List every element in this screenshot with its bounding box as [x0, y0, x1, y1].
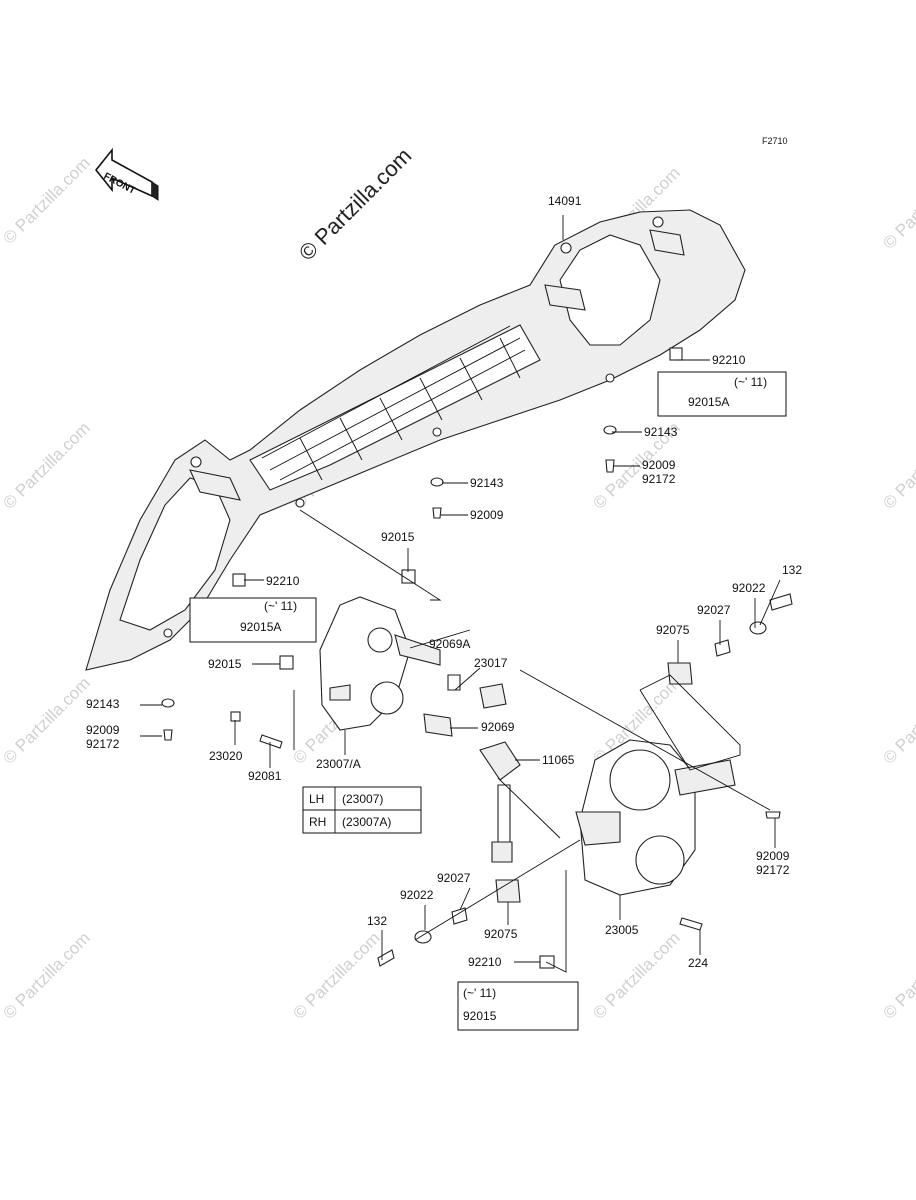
note-label: (~' 11)	[463, 986, 496, 1000]
leader-lines	[140, 215, 781, 973]
part-label: 92015A	[240, 620, 281, 634]
part-label: 92015	[463, 1009, 497, 1023]
front-cover-14091	[85, 209, 746, 671]
part-label: 23007/A	[316, 757, 361, 771]
watermark: © Partzilla.com	[0, 418, 94, 512]
watermark: © Partzilla.com	[0, 153, 94, 247]
part-label: 92075	[484, 927, 518, 941]
part-label: 92172	[86, 737, 120, 751]
part-label: 92143	[470, 476, 504, 490]
part-label: 132	[367, 914, 387, 928]
part-label: 92172	[756, 863, 790, 877]
part-label: 92027	[697, 603, 731, 617]
part-label: 11065	[542, 753, 575, 767]
watermark: © Partzilla.com	[879, 673, 916, 767]
part-label: 92015A	[688, 395, 729, 409]
watermark: © Partzilla.com	[289, 928, 383, 1022]
headlight-housing-23007	[319, 596, 441, 731]
part-label: 92075	[656, 623, 690, 637]
note-box-bottom	[457, 981, 579, 1031]
part-label: 92022	[400, 888, 434, 902]
part-label: 92210	[266, 574, 300, 588]
figure-code: F2710	[762, 136, 788, 146]
side-rh: RH	[309, 815, 326, 829]
front-arrow-icon: FRONT	[94, 147, 159, 201]
part-label: 92172	[642, 472, 676, 486]
watermark: © Partzilla.com	[0, 928, 94, 1022]
side-rh-part: (23007A)	[342, 815, 391, 829]
note-box-right	[657, 371, 787, 417]
hardware-parts	[161, 347, 793, 1024]
watermark: © Partzilla.com	[879, 158, 916, 252]
part-labels: 14091 92210 (~' 11) 92015A 92143 92009 9…	[86, 194, 802, 1023]
watermark: © Partzilla.com	[879, 928, 916, 1022]
part-label: 92009	[756, 849, 790, 863]
part-label: 23017	[474, 656, 508, 670]
part-label: 92015	[208, 657, 242, 671]
part-label: 92009	[86, 723, 120, 737]
watermark: © Partzilla.com	[879, 418, 916, 512]
part-label: 224	[688, 956, 708, 970]
part-label: 92210	[712, 353, 746, 367]
brand-watermark: © Partzilla.com	[294, 143, 417, 266]
side-table: LH (23007) RH (23007A)	[302, 786, 422, 834]
part-label: 92015	[381, 530, 415, 544]
part-label: 92143	[86, 697, 120, 711]
part-label: 92143	[644, 425, 678, 439]
part-label: 92210	[468, 955, 502, 969]
headlight-housing-23005	[575, 739, 736, 896]
note-label: (~' 11)	[734, 375, 767, 389]
side-lh: LH	[309, 792, 324, 806]
watermark: © Partzilla.com	[0, 673, 94, 767]
part-label: 92022	[732, 581, 766, 595]
part-label: 14091	[548, 194, 582, 208]
part-label: 92009	[470, 508, 504, 522]
note-label: (~' 11)	[264, 599, 297, 613]
part-label: 92027	[437, 871, 471, 885]
part-label: 92069	[481, 720, 515, 734]
note-box-left	[189, 597, 317, 643]
part-label: 92009	[642, 458, 676, 472]
part-label: 132	[782, 563, 802, 577]
side-lh-part: (23007)	[342, 792, 383, 806]
part-label: 23005	[605, 923, 639, 937]
watermark: © Partzilla.com	[589, 928, 683, 1022]
part-label: 92069A	[429, 637, 470, 651]
part-label: 23020	[209, 749, 243, 763]
part-label: 92081	[248, 769, 282, 783]
